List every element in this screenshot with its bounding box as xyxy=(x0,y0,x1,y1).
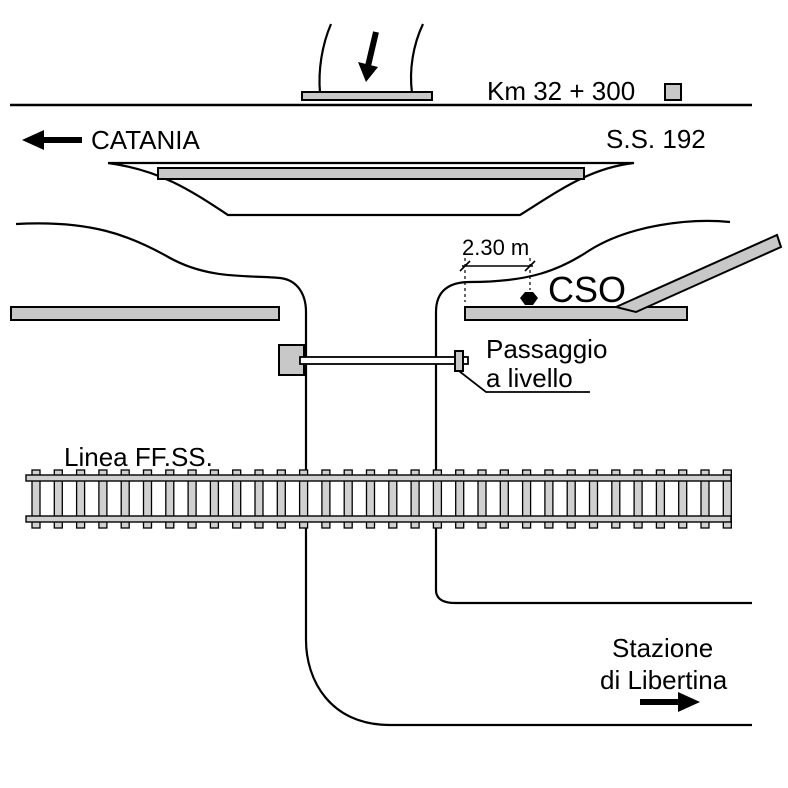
catania-label: CATANIA xyxy=(91,125,200,155)
left-plate xyxy=(10,306,280,321)
railway-track xyxy=(25,469,732,529)
distance-dimension xyxy=(459,258,536,302)
passaggio-label-1: Passaggio xyxy=(486,334,607,364)
diagonal-plate xyxy=(612,233,783,314)
passaggio-label-2: a livello xyxy=(486,363,573,393)
inflow-plate xyxy=(301,91,433,101)
rail-sleeper xyxy=(31,469,41,529)
rail-sleeper xyxy=(388,469,398,529)
road-culvert-outline xyxy=(107,161,635,217)
rail-sleeper xyxy=(254,469,264,529)
rail-sleeper xyxy=(655,469,666,529)
rail-sleeper xyxy=(432,469,443,529)
distance-label: 2.30 m xyxy=(462,235,529,260)
rail-bottom xyxy=(25,515,732,523)
km-label: Km 32 + 300 xyxy=(487,76,635,106)
rail-sleeper xyxy=(321,469,331,529)
rail-sleeper xyxy=(678,469,688,529)
stazione-label-1: Stazione xyxy=(612,633,713,663)
rail-sleeper xyxy=(521,469,532,529)
rail-sleeper xyxy=(722,469,732,529)
rail-sleeper xyxy=(365,469,376,529)
rail-sleeper xyxy=(187,469,197,529)
rail-sleeper xyxy=(633,469,643,529)
inflow-channel-left-wall xyxy=(318,23,333,94)
rail-sleeper xyxy=(142,469,153,529)
terrain-right-curve xyxy=(434,219,731,313)
rail-top xyxy=(25,474,732,482)
culvert-plate xyxy=(157,167,585,180)
rail-sleeper xyxy=(544,469,554,529)
cso-sensor-dot xyxy=(520,292,538,305)
rail-sleeper xyxy=(700,469,710,529)
left-arrow-icon xyxy=(22,130,82,150)
barrier-leader xyxy=(458,370,590,393)
rail-sleeper xyxy=(209,469,220,529)
barrier-end xyxy=(454,350,464,372)
rail-sleeper xyxy=(232,469,242,529)
rail-sleeper xyxy=(611,469,621,529)
rail-sleeper xyxy=(53,469,63,529)
ss-label: S.S. 192 xyxy=(606,124,706,154)
square-marker-icon xyxy=(664,83,682,101)
linea-label: Linea FF.SS. xyxy=(64,442,213,472)
rail-sleeper xyxy=(343,469,353,529)
terrain-left-curve xyxy=(15,222,308,313)
cso-label: CSO xyxy=(548,269,626,310)
rail-sleeper xyxy=(499,469,509,529)
rail-sleeper xyxy=(588,469,599,529)
stazione-label-2: di Libertina xyxy=(600,665,728,695)
rail-sleeper xyxy=(410,469,420,529)
barrier-bar xyxy=(299,356,469,365)
rail-sleeper xyxy=(455,469,465,529)
rail-sleeper xyxy=(276,469,286,529)
right-arrow-icon xyxy=(640,692,700,712)
rail-sleeper xyxy=(98,469,108,529)
channel-right-wall xyxy=(434,312,752,605)
channel-left-wall xyxy=(304,312,752,727)
rail-sleeper xyxy=(120,469,130,529)
rail-sleeper xyxy=(298,469,309,529)
down-arrow-icon xyxy=(358,31,379,82)
rail-sleeper xyxy=(477,469,487,529)
rail-sleeper xyxy=(75,469,86,529)
rail-sleeper xyxy=(566,469,576,529)
rail-sleeper xyxy=(165,469,175,529)
inflow-channel-right-wall xyxy=(409,23,424,94)
